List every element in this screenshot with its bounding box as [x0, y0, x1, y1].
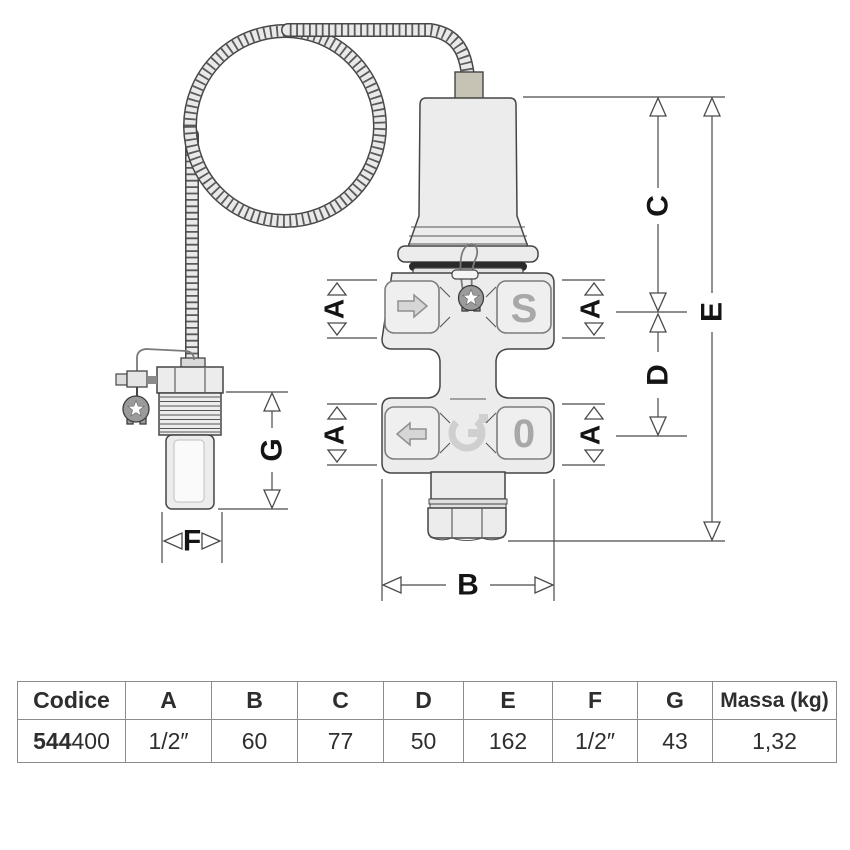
dim-D: D — [642, 313, 675, 436]
dim-label-a: A — [575, 425, 606, 445]
dim-label-a: A — [319, 299, 350, 319]
caleffi-logo-icon — [448, 414, 488, 452]
dim-A-lower-left: A — [319, 403, 377, 466]
header-codice: Codice — [17, 681, 126, 720]
cell-f: 1/2″ — [552, 719, 638, 763]
dim-A-upper-right: A — [562, 279, 606, 339]
bottom-hex-nut — [427, 507, 507, 539]
dim-label-d: D — [642, 364, 675, 386]
header-b: B — [211, 681, 298, 720]
cell-c: 77 — [297, 719, 384, 763]
dim-F: F — [161, 512, 223, 563]
dim-label-c: C — [642, 195, 675, 217]
header-massa: Massa (kg) — [712, 681, 837, 720]
cell-massa: 1,32 — [712, 719, 837, 763]
dim-label-a: A — [575, 299, 606, 319]
dim-A-upper-left: A — [319, 279, 377, 339]
table-header-row: Codice A B C D E F G Massa (kg) — [17, 681, 837, 720]
valve-stub — [430, 471, 506, 500]
clamp-block — [126, 370, 148, 388]
header-d: D — [383, 681, 464, 720]
header-g: G — [637, 681, 713, 720]
valve-knob — [406, 97, 530, 248]
port-lower-right — [496, 406, 552, 460]
clamp-bolt — [115, 373, 128, 386]
header-f: F — [552, 681, 638, 720]
valve-top-connector — [454, 71, 484, 100]
dim-E: E — [696, 97, 729, 541]
dim-B: B — [381, 479, 555, 602]
dim-label-f: F — [183, 525, 201, 558]
probe-hex-nut — [156, 366, 224, 394]
dim-label-a: A — [319, 425, 350, 445]
dim-C: C — [642, 97, 675, 312]
cell-codice: 544400 — [17, 719, 126, 763]
dim-label-b: B — [457, 569, 479, 602]
code-suffix: 400 — [71, 727, 110, 754]
cell-a: 1/2″ — [125, 719, 212, 763]
dim-label-e: E — [696, 302, 729, 322]
dim-label-g: G — [256, 438, 289, 461]
seal-wire — [136, 348, 195, 374]
code-prefix: 544 — [33, 727, 72, 754]
valve: S 0 — [381, 71, 555, 542]
port-upper-right — [496, 280, 552, 334]
dimension-table: Codice A B C D E F G Massa (kg) 544400 1… — [17, 681, 837, 763]
header-e: E — [463, 681, 553, 720]
port-glyph-0: 0 — [513, 412, 535, 456]
cell-e: 162 — [463, 719, 553, 763]
cell-g: 43 — [637, 719, 713, 763]
header-c: C — [297, 681, 384, 720]
knob-flange — [397, 245, 539, 263]
valve-diagram: S 0 — [115, 0, 729, 602]
cell-d: 50 — [383, 719, 464, 763]
dimension-annotations: C D E B — [161, 96, 729, 602]
seal-clip — [451, 269, 479, 280]
clamp-stud — [147, 376, 157, 384]
table-data-row: 544400 1/2″ 60 77 50 162 1/2″ 43 1,32 — [17, 719, 837, 763]
cell-b: 60 — [211, 719, 298, 763]
dim-G: G — [218, 391, 289, 510]
dim-A-lower-right: A — [562, 403, 606, 466]
flow-arrow-left-icon — [395, 421, 427, 447]
flow-arrow-right-icon — [397, 293, 429, 319]
header-a: A — [125, 681, 212, 720]
sensor-probe — [115, 348, 224, 510]
port-glyph-s: S — [511, 287, 538, 331]
